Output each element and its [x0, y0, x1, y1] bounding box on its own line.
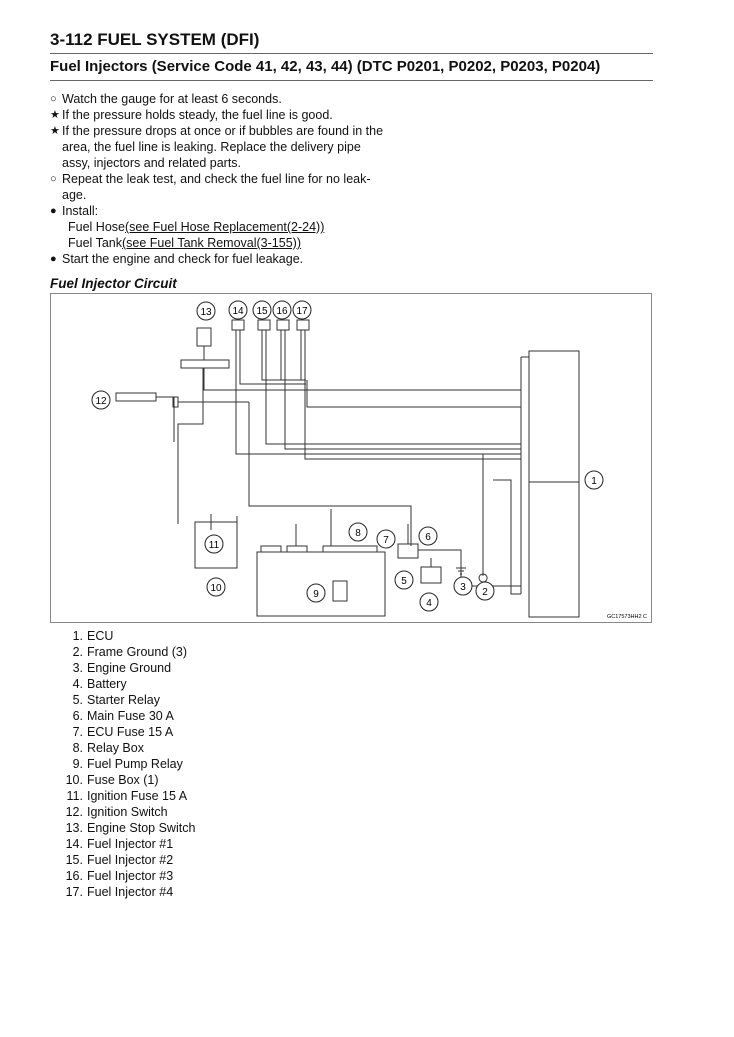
circuit-diagram-svg: 1 2 3 4 5 6 7 8 9 10 11 12 13 14 15 16 1… — [91, 300, 647, 620]
svg-text:3: 3 — [460, 582, 466, 593]
instruction-line: ●Start the engine and check for fuel lea… — [50, 252, 304, 266]
svg-text:11: 11 — [209, 540, 220, 551]
bullet-marker-icon: ● — [50, 253, 57, 265]
instruction-text: ○Watch the gauge for at least 6 seconds.… — [50, 91, 410, 267]
callout-15: 15 — [252, 300, 272, 320]
callout-6: 6 — [418, 526, 438, 546]
ecu-box — [528, 350, 580, 618]
svg-text:2: 2 — [482, 587, 488, 598]
svg-text:7: 7 — [383, 535, 389, 546]
svg-text:14: 14 — [232, 306, 244, 317]
star-marker-icon: ★ — [50, 109, 60, 121]
svg-text:1: 1 — [591, 476, 597, 487]
callout-10: 10 — [206, 577, 226, 597]
svg-text:16: 16 — [276, 306, 288, 317]
legend-item: 12.Ignition Switch — [65, 805, 168, 819]
figure-code: GC17573HH2 C — [607, 614, 647, 620]
page-title: 3-112 FUEL SYSTEM (DFI) — [50, 30, 260, 49]
legend-list: 1.ECU 2.Frame Ground (3) 3.Engine Ground… — [62, 628, 196, 900]
instruction-line: ○Repeat the leak test, and check the fue… — [50, 172, 371, 186]
instruction-line: ●Install: — [50, 204, 99, 218]
fuel-hose-replacement-link[interactable]: (see Fuel Hose Replacement(2-24)) — [124, 220, 325, 234]
legend-item: 9.Fuel Pump Relay — [72, 757, 183, 771]
svg-text:12: 12 — [95, 396, 107, 407]
legend-item: 17.Fuel Injector #4 — [65, 885, 174, 899]
svg-text:13: 13 — [200, 307, 212, 318]
legend-item: 16.Fuel Injector #3 — [65, 869, 174, 883]
instruction-line: assy, injectors and related parts. — [62, 156, 242, 170]
callout-12: 12 — [91, 390, 111, 410]
svg-text:10: 10 — [210, 583, 222, 594]
callout-4: 4 — [419, 592, 439, 612]
legend-item: 6.Main Fuse 30 A — [72, 709, 174, 723]
callout-2: 2 — [475, 581, 495, 601]
fuel-tank-removal-link[interactable]: (see Fuel Tank Removal(3-155)) — [121, 236, 301, 250]
callout-8: 8 — [348, 522, 368, 542]
legend-item: 4.Battery — [72, 677, 127, 691]
legend-item: 11.Ignition Fuse 15 A — [66, 789, 188, 803]
legend-item: 15.Fuel Injector #2 — [65, 853, 174, 867]
instruction-line: ★If the pressure drops at once or if bub… — [50, 124, 384, 138]
callout-group: 1 2 3 4 5 6 7 8 9 10 11 12 13 14 15 16 1… — [91, 300, 604, 612]
svg-text:17: 17 — [296, 306, 308, 317]
legend-item: 2.Frame Ground (3) — [72, 645, 188, 659]
section-title: Fuel Injectors (Service Code 41, 42, 43,… — [50, 58, 601, 75]
callout-16: 16 — [272, 300, 292, 320]
circuit-diagram: 1 2 3 4 5 6 7 8 9 10 11 12 13 14 15 16 1… — [50, 293, 652, 623]
legend-item: 10.Fuse Box (1) — [65, 773, 159, 787]
figure-title: Fuel Injector Circuit — [50, 276, 177, 291]
svg-text:5: 5 — [401, 576, 407, 587]
svg-text:8: 8 — [355, 528, 361, 539]
legend-item: 14.Fuel Injector #1 — [65, 837, 174, 851]
instruction-line: Fuel Hose (see Fuel Hose Replacement(2-2… — [68, 220, 325, 234]
svg-text:9: 9 — [313, 589, 319, 600]
callout-11: 11 — [204, 534, 224, 554]
section-rule — [50, 80, 653, 81]
star-marker-icon: ★ — [50, 125, 60, 137]
callout-5: 5 — [394, 570, 414, 590]
legend-item: 8.Relay Box — [72, 741, 144, 755]
legend-item: 1.ECU — [72, 629, 114, 643]
callout-9: 9 — [306, 583, 326, 603]
circle-marker-icon: ○ — [50, 93, 57, 105]
svg-text:4: 4 — [426, 598, 432, 609]
callout-13: 13 — [196, 301, 216, 321]
callout-7: 7 — [376, 529, 396, 549]
legend-item: 7.ECU Fuse 15 A — [72, 725, 174, 739]
header-rule — [50, 53, 653, 54]
circle-marker-icon: ○ — [50, 173, 57, 185]
instruction-line: age. — [62, 188, 87, 202]
svg-text:15: 15 — [256, 306, 268, 317]
svg-text:6: 6 — [425, 532, 431, 543]
callout-14: 14 — [228, 300, 248, 320]
callout-3: 3 — [453, 576, 473, 596]
callout-17: 17 — [292, 300, 312, 320]
bullet-marker-icon: ● — [50, 205, 57, 217]
legend-item: 13.Engine Stop Switch — [65, 821, 196, 835]
instruction-line: Fuel Tank (see Fuel Tank Removal(3-155)) — [68, 236, 301, 250]
instruction-line: ○Watch the gauge for at least 6 seconds. — [50, 92, 282, 106]
callout-1: 1 — [584, 470, 604, 490]
legend-item: 5.Starter Relay — [72, 693, 160, 707]
instruction-line: ★If the pressure holds steady, the fuel … — [50, 108, 333, 122]
legend-item: 3.Engine Ground — [72, 661, 172, 675]
instruction-line: area, the fuel line is leaking. Replace … — [62, 140, 361, 154]
